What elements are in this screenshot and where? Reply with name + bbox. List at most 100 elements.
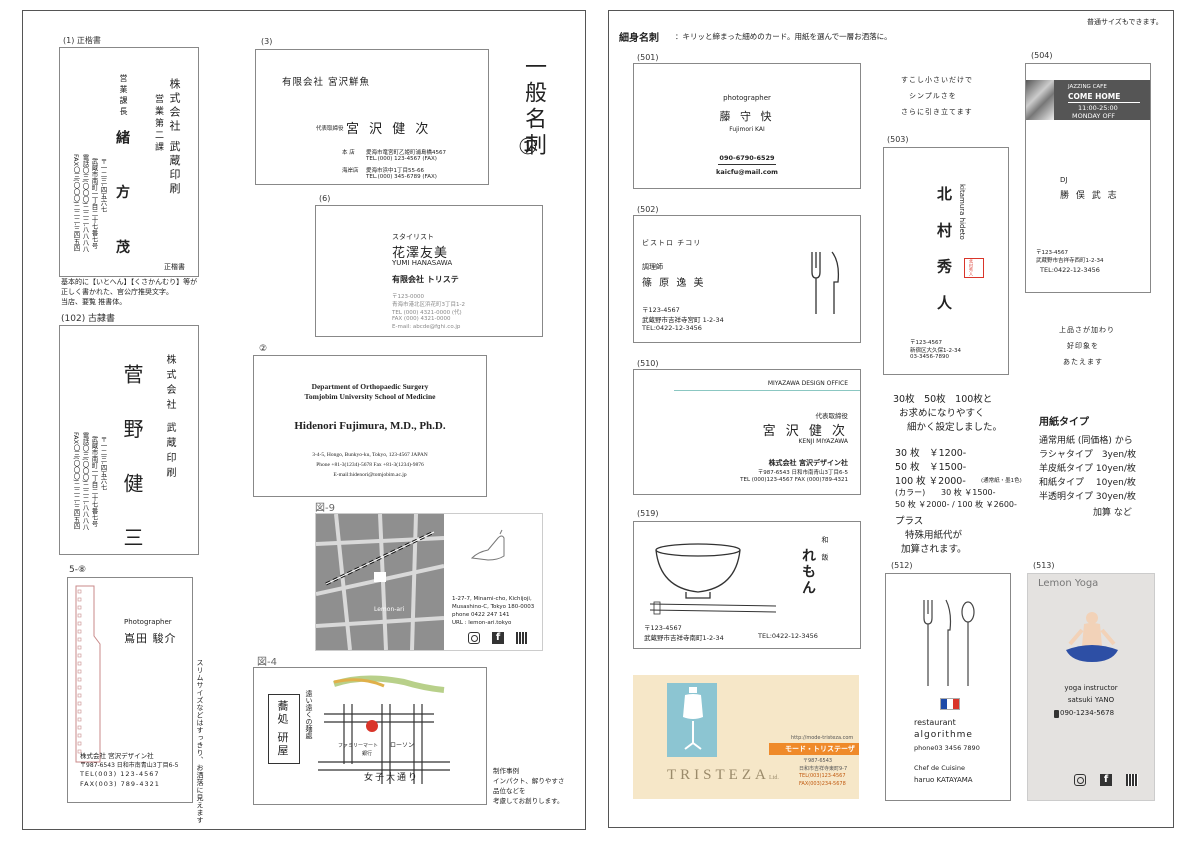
fig4-catch: 遠い遠くの麺處 [305, 690, 313, 739]
fig4-label: 図-4 [257, 657, 277, 668]
card-6-roman: YUMI HANASAWA [392, 259, 453, 267]
film-strip-icon [75, 585, 101, 763]
card-3-branch1-label: 本 店 [342, 150, 355, 156]
fig4-card: 蕎処 研屋 遠い遠くの麺處 ローソン ファミリーマート 銀行 女子大通り [253, 667, 487, 805]
card-519-brand-small: 和 飯 [821, 536, 829, 565]
card-6-tel: TEL (000) 4321-0000 (代) [392, 310, 462, 316]
fig4-store2: ファミリーマート [338, 743, 379, 749]
fig4-note-3: 品位などを [493, 787, 526, 795]
card-6-name: 花澤友美 [392, 246, 449, 261]
pricing-color-label: (カラー) [895, 488, 926, 497]
card-1-title: 営業課長 [119, 74, 128, 118]
card-519-tel: TEL:0422-12-3456 [758, 632, 818, 640]
card-2-label: ② [259, 344, 268, 354]
card-501-name: 藤 守 快 [719, 110, 775, 123]
fig9-shop: Lemon-ari [374, 606, 405, 613]
card-1-address-1: 〒一二三-四五六七 [99, 158, 107, 213]
fig9-card: Lemon-ari 1-27-7, Minami-cho, Kichijoji,… [315, 513, 543, 651]
fig9-label: 図-9 [315, 503, 335, 514]
card-1-company: 株式会社 武蔵印刷 [168, 78, 181, 197]
tristeza-banner [769, 743, 859, 755]
fig4-note-4: 考慮してお創りします。 [493, 797, 564, 805]
card-3-branch2-label: 海岸店 [342, 168, 359, 174]
pricing-plus: プラス [895, 516, 924, 527]
mannequin-icon [683, 687, 703, 750]
card-504-name: 勝 俣 武 志 [1060, 191, 1119, 201]
mid-note2-1: 上品さが加わり [1059, 326, 1115, 334]
yoga-figure-icon [1066, 612, 1118, 662]
pricing-color-50-100: 50 枚 ￥2000- / 100 枚 ￥2600- [895, 500, 1017, 509]
card-6-email: E-mail: abcde@fghi.co.jp [392, 324, 461, 330]
right-page: 細身名刺 ：キリッと締まった細めのカード。用紙を選んで一層お洒落に。 普通サイズ… [608, 10, 1174, 828]
card-102: 株式会社 武蔵印刷 菅 野 健 三 〒一二三-四五六七 武蔵市南町一丁目二十七番… [59, 325, 199, 555]
card-1-note-2: 正しく書かれた、官公庁推奨文字。 [61, 288, 173, 296]
card-2-name: Hidenori Fujimura, M.D., Ph.D. [294, 420, 446, 432]
card-58-tel: TEL(003) 123-4567 [80, 770, 160, 778]
card-504-label: (504) [1031, 51, 1053, 60]
card-503-label: (503) [887, 135, 909, 144]
card-504-role: DJ [1060, 176, 1068, 184]
card-3-branch2-tel: TEL.(000) 345-6789 (FAX) [366, 174, 437, 180]
instagram-icon [1074, 774, 1086, 786]
card-6-company: 有限会社 トリステ [392, 275, 459, 284]
tristeza-ltd: Ltd. [769, 775, 779, 781]
left-heading-number: ① [518, 135, 538, 160]
card-519-zip: 〒123-4567 [644, 624, 682, 632]
phone-icon [1054, 710, 1059, 718]
card-504-rule [1068, 102, 1140, 103]
card-519-brand: れもん [800, 548, 816, 596]
mid-note2-3: あたえます [1063, 358, 1103, 366]
right-header: 細身名刺 [619, 33, 659, 44]
card-102-address-2: 武蔵市南町一丁目二十七番七号 [90, 436, 98, 527]
foot-icon [470, 529, 505, 561]
fig4-note-1: 制作事例 [493, 767, 519, 775]
card-58-label: 5-⑧ [69, 565, 87, 575]
card-58-company: 株式会社 宮沢デザイン社 [80, 752, 154, 760]
card-503-seal-text: 北村秀人 [969, 259, 974, 276]
card-102-name: 菅 野 健 三 [120, 364, 144, 555]
fig4-bank: 銀行 [362, 751, 373, 757]
card-510-company: 株式会社 宮沢デザイン社 [768, 459, 848, 467]
pricing-row-100: 100 枚 ￥2000- [895, 476, 966, 487]
jazz-banner [1054, 80, 1150, 120]
card-513-phone: 090-1234-5678 [1060, 709, 1115, 717]
card-503-name: 北 村 秀 人 [935, 186, 953, 318]
right-corner-note: 普通サイズもできます。 [1087, 18, 1163, 26]
mid-note1-2: シンプルさを [909, 92, 957, 100]
card-3-company: 有限会社 宮沢鮮魚 [282, 77, 371, 88]
tristeza-zip: 〒987-6543 [803, 758, 833, 764]
card-3: 有限会社 宮沢鮮魚 代表取締役 宮 沢 健 次 本 店 愛海市竜宮町乙姫町浦島橋… [255, 49, 489, 185]
qr-code-icon [1126, 774, 1138, 786]
card-2-school: Tomjobim University School of Medicine [304, 392, 436, 401]
card-512-name-en: algorithme [914, 730, 973, 740]
card-502-name: 篠 原 逸 美 [642, 278, 706, 289]
card-504-top1: JAZZING CAFE [1068, 84, 1107, 90]
pricing-added: 加算されます。 [901, 544, 967, 555]
card-tristeza: TRISTEZA Ltd. http://mode-tristeza.com モ… [633, 675, 859, 799]
card-504-tel: TEL:0422-12-3456 [1040, 266, 1100, 274]
card-512-person: haruo KATAYAMA [914, 776, 973, 784]
facebook-icon: f [492, 632, 504, 644]
card-102-address-1: 〒一二三-四五六七 [99, 436, 107, 491]
card-513-label: (513) [1033, 561, 1055, 570]
card-3-branch1-tel: TEL.(000) 123-4567 (FAX) [366, 156, 437, 162]
card-519-label: (519) [637, 509, 659, 518]
card-504-top2: COME HOME [1068, 92, 1121, 101]
mid-note1-1: すこし小さいだけで [901, 76, 973, 84]
tristeza-url: http://mode-tristeza.com [791, 735, 854, 741]
card-3-branch1-addr: 愛海市竜宮町乙姫町浦島橋4567 [366, 150, 446, 156]
card-504-off: MONDAY OFF [1072, 112, 1116, 120]
mid-note2-2: 好印象を [1067, 342, 1099, 350]
card-504-addr: 武蔵野市吉祥寺西町1-2-34 [1036, 258, 1104, 264]
fig9-map [316, 514, 444, 650]
card-503-tel: 03-3456-7890 [910, 354, 949, 360]
card-58-title: Photographer [124, 618, 172, 626]
paper-extra: 加算 など [1093, 508, 1132, 518]
card-510: MIYAZAWA DESIGN OFFICE 代表取締役 宮 沢 健 次 KEN… [633, 369, 861, 495]
card-6: スタイリスト 花澤友美 YUMI HANASAWA 有限会社 トリステ 〒123… [315, 205, 543, 337]
pricing-special: 特殊用紙代が [905, 530, 963, 541]
paper-item-3: 羊皮紙タイプ 10yen/枚 [1039, 464, 1136, 474]
card-504-hours: 11:00-25:00 [1078, 104, 1118, 112]
fig9-phone: phone 0422 247 141 [452, 612, 510, 618]
tristeza-name-jp: モード・トリステーザ [785, 745, 855, 753]
